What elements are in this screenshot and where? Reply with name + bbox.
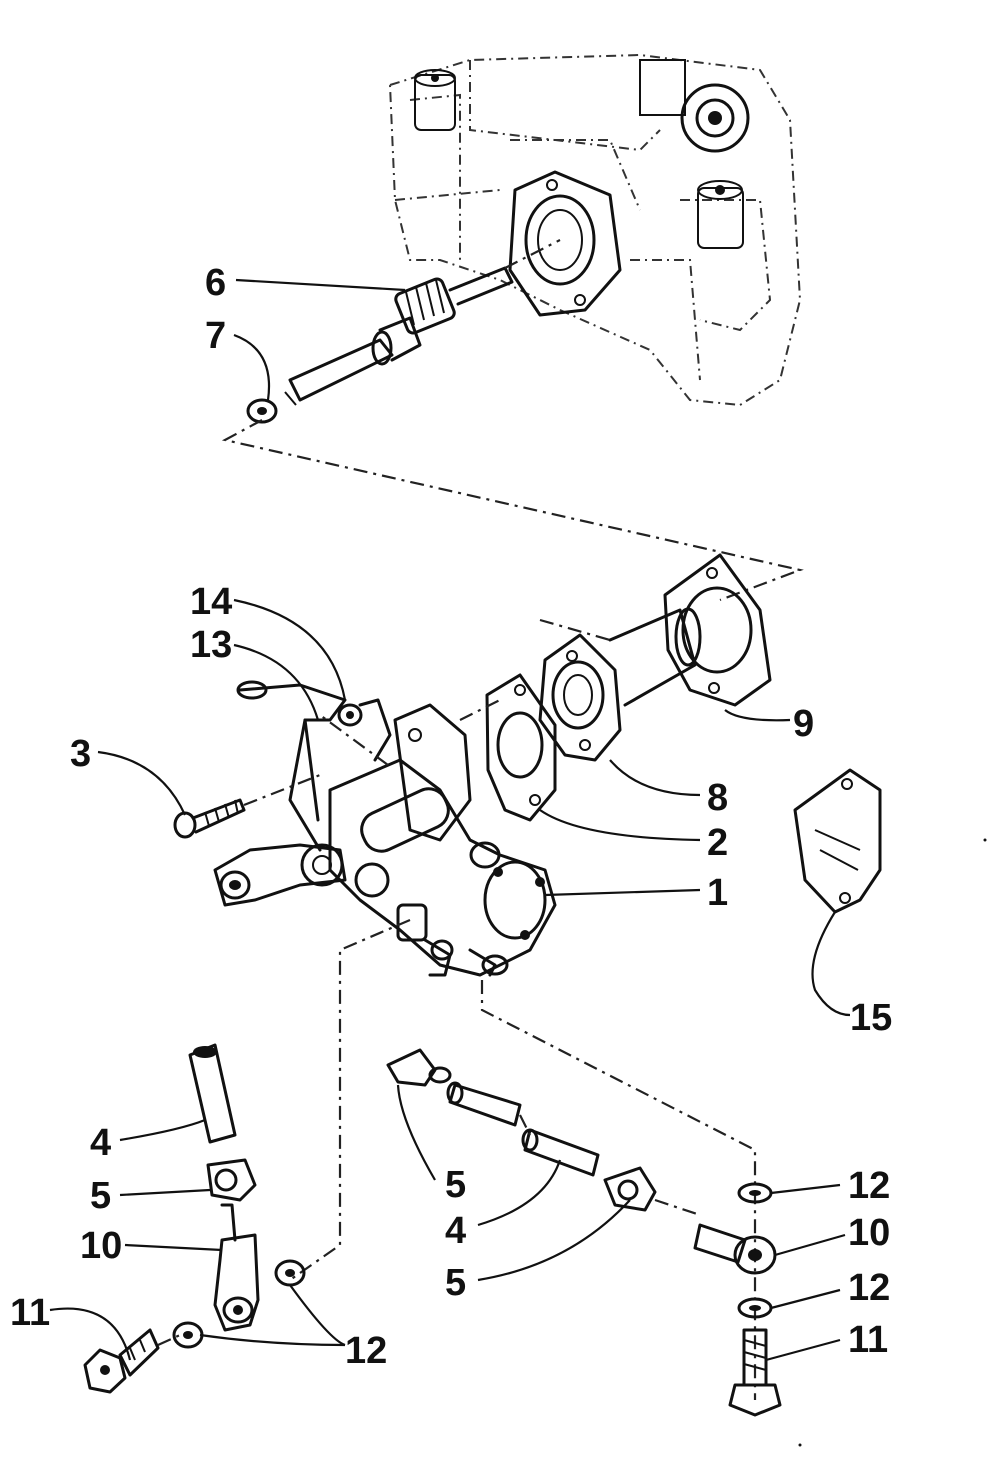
adapter-flange-8 <box>538 633 622 762</box>
gasket-2 <box>485 673 557 822</box>
right-oil-line-assembly <box>386 980 782 1417</box>
callout-12-top-right: 12 <box>848 1165 890 1207</box>
callout-1: 1 <box>707 872 728 914</box>
assembly-line-bracket <box>319 714 389 766</box>
pump-shaft-extension <box>539 607 702 707</box>
callout-12-bottom-right: 12 <box>848 1267 890 1309</box>
callout-8: 8 <box>707 777 728 819</box>
callout-11-left: 11 <box>10 1292 50 1334</box>
callout-9: 9 <box>793 703 814 745</box>
left-oil-line-assembly <box>83 918 411 1394</box>
callout-5-lower-right: 5 <box>445 1262 466 1304</box>
washer-7 <box>246 398 278 424</box>
callout-2: 2 <box>707 822 728 864</box>
screw-3 <box>173 773 321 839</box>
callout-4-left: 4 <box>90 1122 111 1164</box>
callout-5-upper-right: 5 <box>445 1164 466 1206</box>
callout-labels: 6 7 14 13 3 9 8 2 1 15 4 5 10 11 12 5 4 … <box>10 262 892 1372</box>
engine-crankcase-phantom <box>388 53 802 407</box>
assembly-line-top <box>221 419 804 602</box>
callout-10-left: 10 <box>80 1225 122 1267</box>
leader-lines <box>49 278 851 1362</box>
gasket-9 <box>663 553 772 707</box>
callout-4-right: 4 <box>445 1210 466 1252</box>
speck-mark <box>983 838 987 842</box>
cover-plate-15 <box>793 768 882 914</box>
callout-6: 6 <box>205 262 226 304</box>
callout-10-right: 10 <box>848 1212 890 1254</box>
callout-13: 13 <box>190 624 232 666</box>
callout-12-left: 12 <box>345 1330 387 1372</box>
speck-mark <box>798 1443 802 1447</box>
callout-11-right: 11 <box>848 1319 888 1361</box>
callout-7: 7 <box>205 315 226 357</box>
callout-14: 14 <box>190 581 232 623</box>
drive-shaft-gear <box>284 239 561 406</box>
washer-14 <box>337 698 392 762</box>
callout-5-left: 5 <box>90 1175 111 1217</box>
callout-3: 3 <box>70 733 91 775</box>
oil-pump-body <box>213 699 557 977</box>
callout-15: 15 <box>850 997 892 1039</box>
